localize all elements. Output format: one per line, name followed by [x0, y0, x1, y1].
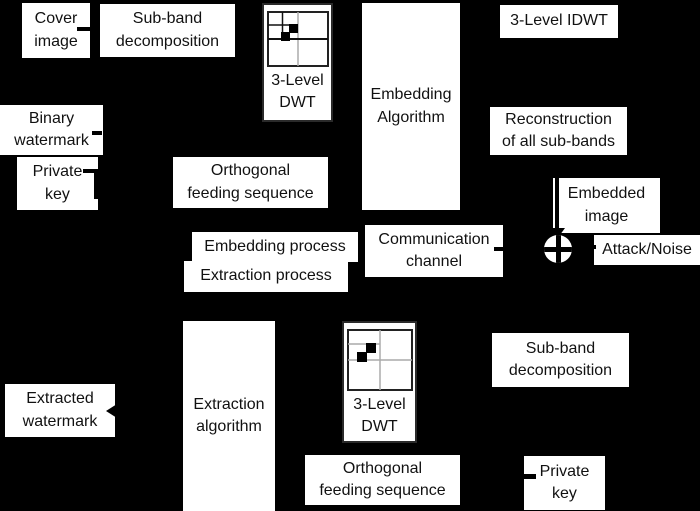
left-arrowhead-icon [106, 404, 117, 418]
subband-decomposition-top-box: Sub-band decomposition [100, 4, 235, 57]
orthogonal-feeding-top-box: Orthogonal feeding sequence [173, 157, 328, 208]
extracted-watermark-box: Extracted watermark [5, 384, 115, 437]
embedding-algorithm-box: Embedding Algorithm [362, 3, 460, 210]
down-arrow-icon [549, 228, 565, 239]
connector-tick-binary-watermark [92, 131, 102, 135]
xor-circle-plus-icon [544, 235, 572, 263]
embedded-image-arrow-line [555, 176, 559, 230]
connector-tick-cover-image [77, 27, 93, 31]
reconstruction-box: Reconstruction of all sub-bands [490, 107, 627, 155]
private-key-bottom-box: Private key [524, 456, 605, 510]
dwt-bottom-box: 3-Level DWT [342, 321, 417, 443]
extraction-algorithm-box: Extraction algorithm [183, 321, 275, 511]
connector-tick-private-key-bottom [520, 474, 536, 479]
legend-embedding-process: Embedding process [192, 232, 358, 262]
dwt-subband-grid-icon [346, 329, 413, 391]
orthogonal-feeding-bottom-box: Orthogonal feeding sequence [305, 455, 460, 505]
private-key-top-box: Private key [17, 157, 98, 210]
idwt-box: 3-Level IDWT [500, 5, 618, 38]
embedded-image-box: Embedded image [553, 178, 660, 233]
connector-tick-private-key-top [83, 169, 98, 173]
legend-extraction-process: Extraction process [184, 261, 348, 292]
subband-decomposition-bottom-box: Sub-band decomposition [492, 333, 629, 387]
connector-elbow-private-key-top [94, 171, 98, 199]
dwt-top-box: 3-Level DWT [262, 3, 333, 122]
dwt-top-label: 3-Level DWT [271, 72, 324, 112]
connector-tick-communication-channel [494, 247, 504, 251]
dwt-subband-grid-icon [266, 11, 329, 67]
communication-channel-box: Communication channel [365, 225, 503, 277]
binary-watermark-box: Binary watermark [0, 105, 103, 155]
connector-tick-attack-noise [584, 245, 596, 249]
attack-noise-box: Attack/Noise [594, 235, 700, 265]
dwt-bottom-label: 3-Level DWT [353, 396, 406, 436]
